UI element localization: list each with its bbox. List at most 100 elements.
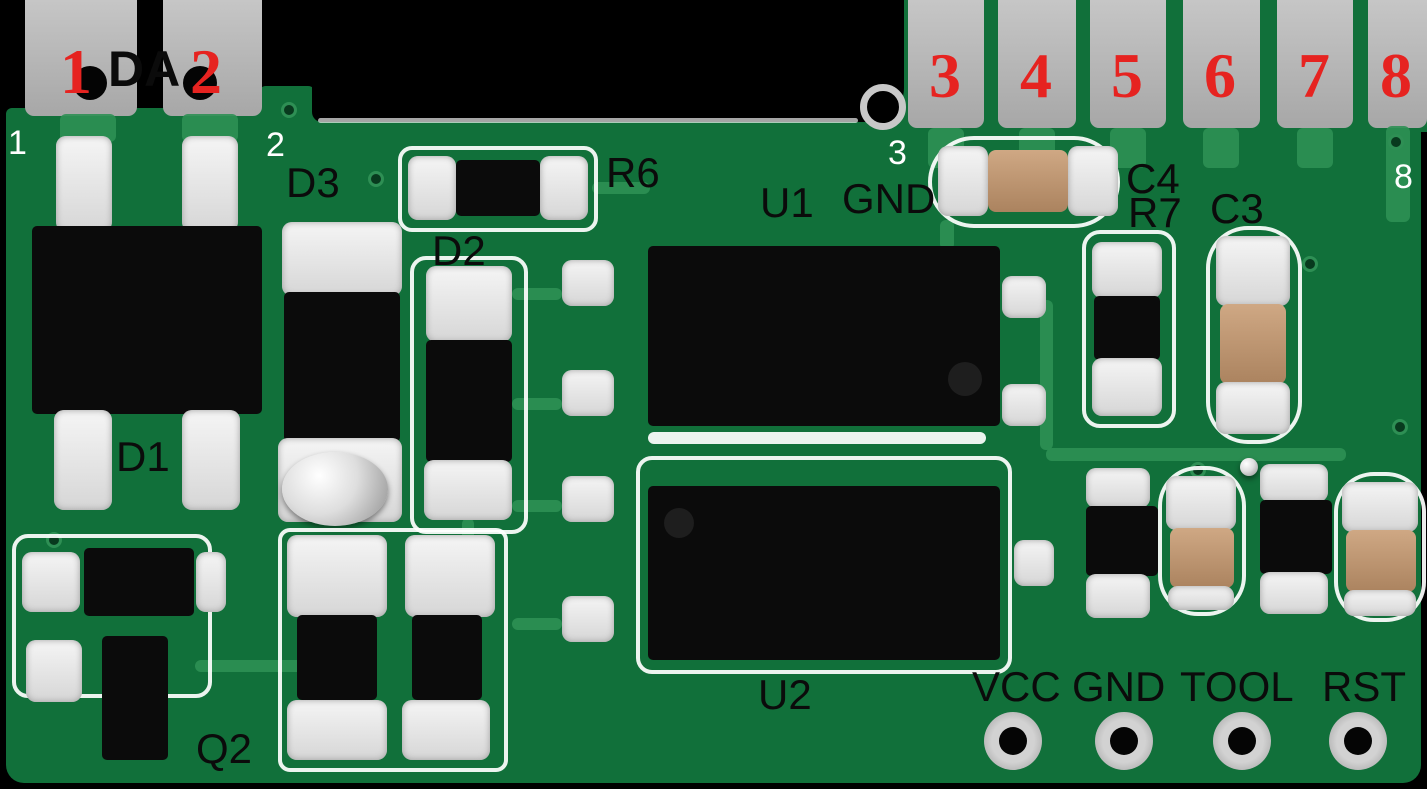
label-da: DA — [108, 41, 181, 97]
silkscreen-pin-8: 8 — [1394, 158, 1413, 196]
component-body — [412, 615, 482, 700]
pad — [1342, 482, 1418, 532]
pad — [26, 640, 82, 702]
component-d2-body — [426, 340, 512, 462]
component-body — [1260, 500, 1332, 574]
via — [1392, 419, 1408, 435]
silkscreen-outline — [1158, 466, 1246, 616]
component-r7-body — [1094, 296, 1160, 360]
pad — [287, 535, 387, 617]
pad-hole — [1110, 727, 1138, 755]
red-annotation-6: 6 — [1204, 40, 1236, 111]
pad — [1168, 586, 1234, 610]
via — [1302, 256, 1318, 272]
red-annotation-5: 5 — [1111, 40, 1143, 111]
pin-1-hole — [73, 66, 107, 100]
component-d1-body — [32, 226, 262, 414]
pad — [56, 136, 112, 232]
trace — [1203, 128, 1239, 168]
pad — [408, 156, 456, 220]
component-r6-body — [456, 160, 540, 216]
label-q2: Q2 — [196, 725, 253, 772]
label-tool: TOOL — [1180, 663, 1294, 710]
label-d2: D2 — [432, 227, 486, 274]
silkscreen-outline-r6 — [398, 146, 598, 232]
label-c4: C4 — [1126, 155, 1180, 202]
pad — [426, 266, 512, 342]
programming-pad-tool — [1213, 712, 1271, 770]
label-vcc: VCC — [972, 663, 1061, 710]
red-annotation-1: 1 — [60, 36, 92, 107]
pad — [1014, 540, 1054, 586]
pad — [562, 596, 614, 642]
silkscreen-bar-u1 — [648, 432, 986, 444]
label-gnd-bottom: GND — [1072, 663, 1166, 710]
label-r6: R6 — [606, 149, 660, 196]
castellation-pin-5 — [1090, 0, 1166, 128]
label-r7: R7 — [1128, 189, 1182, 236]
edge-half-hole — [860, 84, 906, 130]
pad — [182, 136, 238, 232]
component-body — [1086, 506, 1158, 576]
via — [1388, 134, 1404, 150]
label-u1: U1 — [760, 179, 814, 226]
pad — [405, 535, 495, 617]
pad — [402, 700, 490, 760]
castellation-pin-2 — [163, 0, 262, 116]
component-body — [297, 615, 377, 700]
trace — [592, 182, 650, 194]
component-c3-body — [1220, 304, 1286, 384]
label-gnd-top: GND — [842, 175, 936, 222]
silkscreen-outline-u2 — [636, 456, 1012, 674]
silkscreen-outline-r7 — [1082, 230, 1176, 428]
component-u2-body — [648, 486, 1000, 660]
pad-hole — [999, 727, 1027, 755]
red-annotation-3: 3 — [929, 40, 961, 111]
pad — [1260, 464, 1328, 502]
silkscreen-outline — [1334, 472, 1426, 622]
pad — [287, 700, 387, 760]
trace — [195, 660, 305, 672]
label-rst: RST — [1322, 663, 1406, 710]
pad-hole — [1344, 727, 1372, 755]
pad — [1260, 572, 1328, 614]
programming-pad-gnd — [1095, 712, 1153, 770]
programming-pad-vcc — [984, 712, 1042, 770]
pad — [424, 460, 512, 520]
pad — [1344, 590, 1416, 616]
pad — [1216, 236, 1290, 306]
castellation-pin-7 — [1277, 0, 1353, 128]
silkscreen-pin-2: 2 — [266, 126, 285, 164]
trace — [1040, 300, 1053, 450]
silkscreen-outline-d2 — [410, 256, 528, 534]
pad-hole — [1228, 727, 1256, 755]
pad — [1002, 384, 1046, 426]
pad — [282, 222, 402, 296]
pad — [22, 552, 80, 612]
pad — [1002, 276, 1046, 318]
pad — [1092, 358, 1162, 416]
u2-pin1-dot — [664, 508, 694, 538]
pad — [1086, 574, 1150, 618]
pad — [54, 410, 112, 510]
via — [368, 171, 384, 187]
pad — [1216, 382, 1290, 434]
programming-pad-rst — [1329, 712, 1387, 770]
capacitor-body — [1170, 528, 1234, 588]
red-annotation-7: 7 — [1298, 40, 1330, 111]
capacitor-body — [1346, 530, 1416, 592]
pad — [1086, 468, 1150, 508]
component-c4-body — [988, 150, 1068, 212]
trace — [1297, 128, 1333, 168]
pad — [540, 156, 588, 220]
castellation-pin-8 — [1368, 0, 1427, 128]
pad — [1068, 146, 1118, 216]
component-q2-body — [84, 548, 194, 616]
component-u1-body — [648, 246, 1000, 426]
photo-background-cutout — [312, 0, 904, 122]
pad — [562, 370, 614, 416]
component-q2-tab — [102, 636, 168, 760]
pad — [1166, 476, 1236, 530]
castellation-pin-6 — [1183, 0, 1260, 128]
red-annotation-4: 4 — [1020, 40, 1052, 111]
